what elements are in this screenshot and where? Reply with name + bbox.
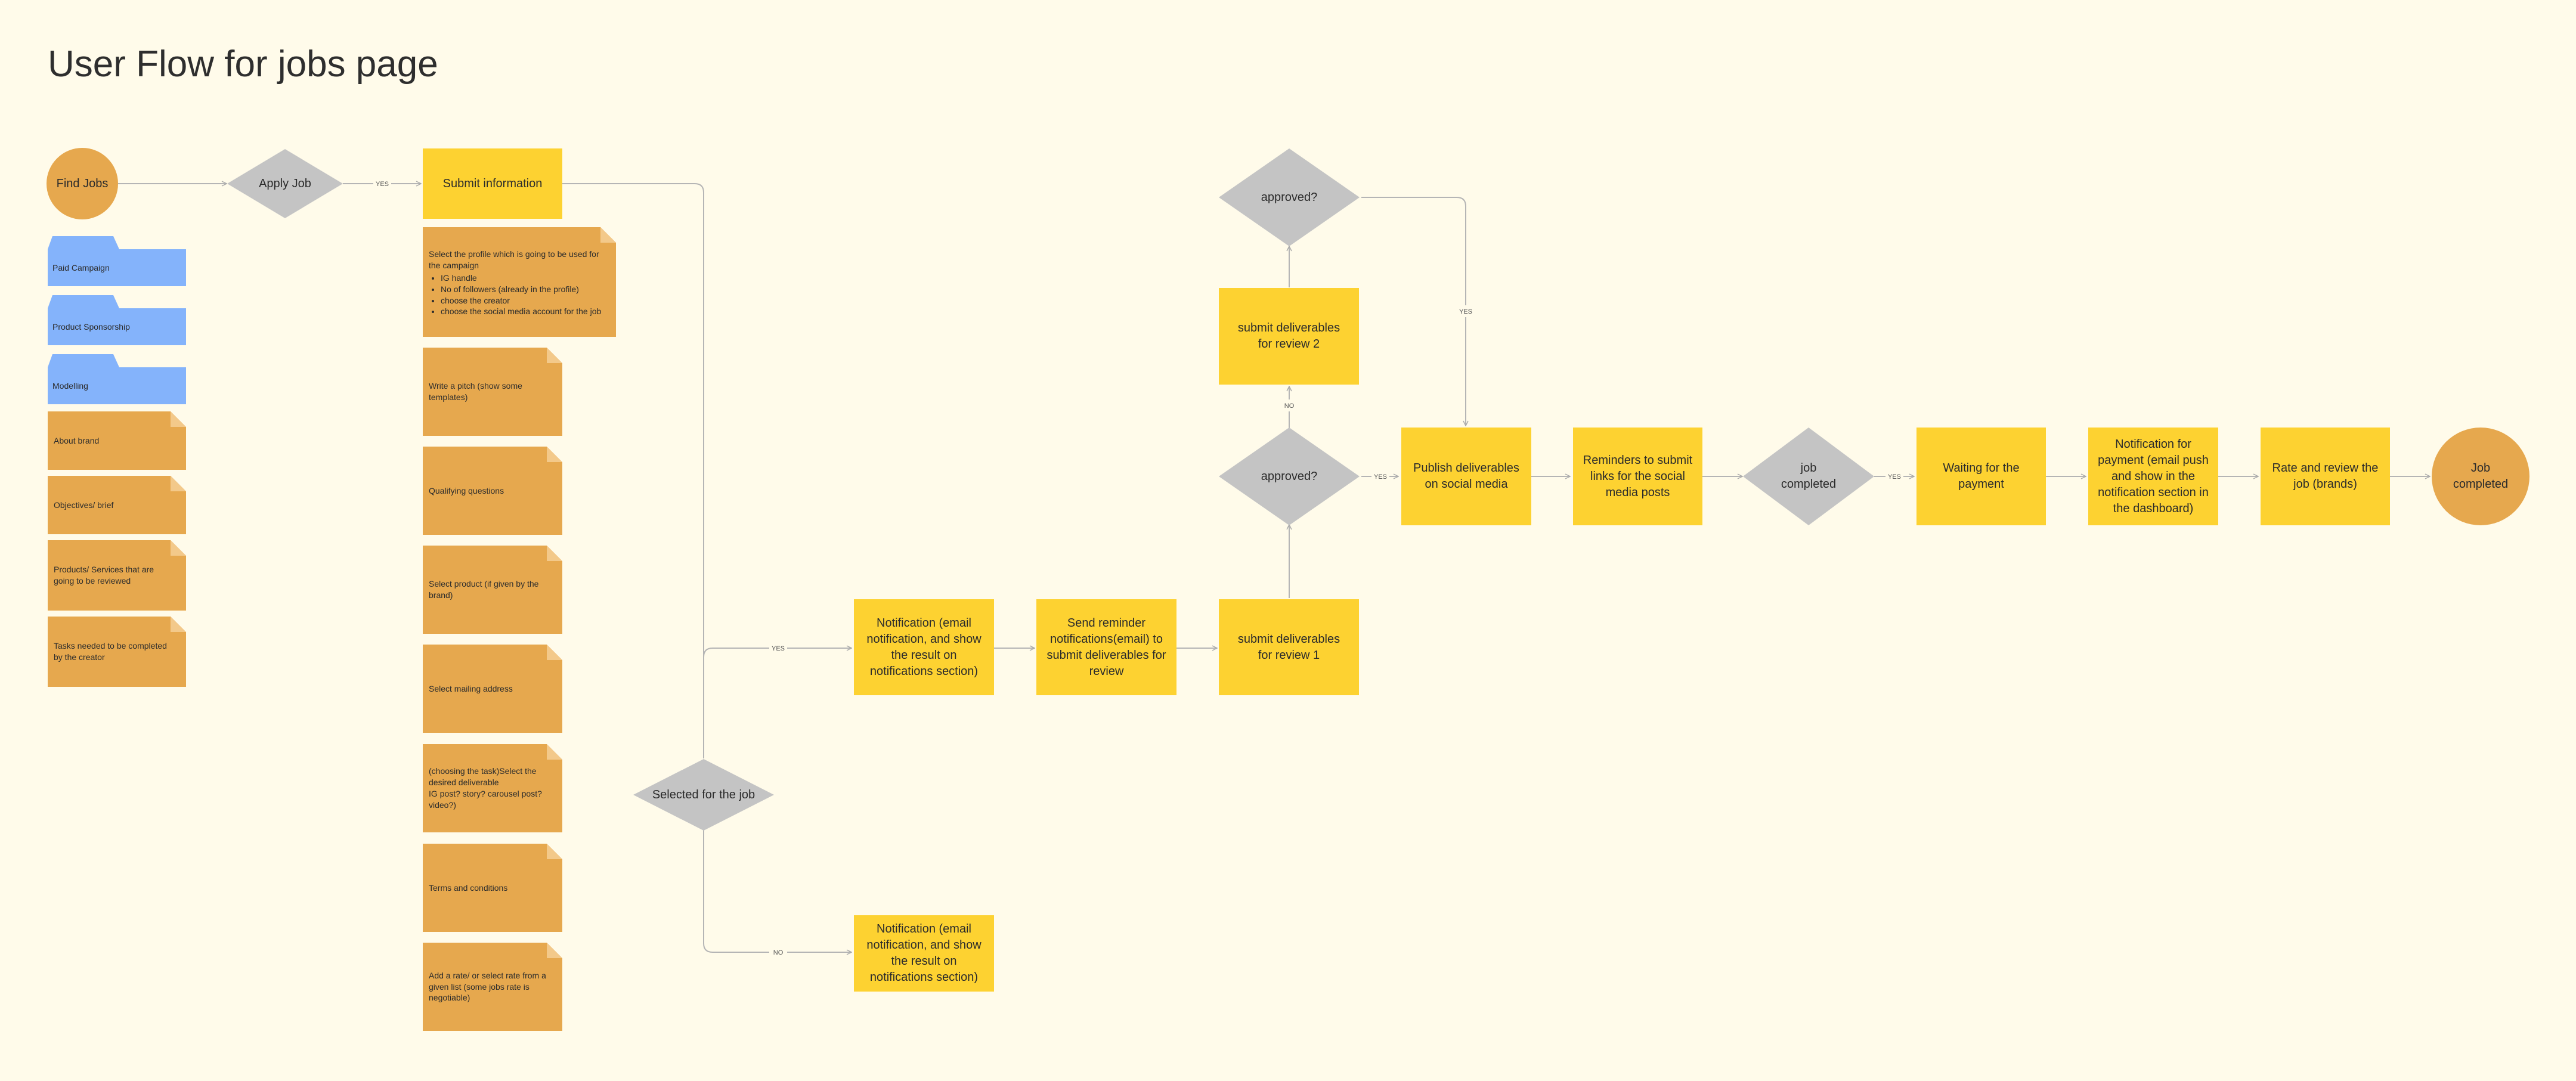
- edge-label-bg: [1371, 470, 1389, 482]
- note-profile-bullet: choose the creator: [441, 295, 602, 306]
- folder-tab: [48, 236, 119, 249]
- note-text: Qualifying questions: [429, 485, 504, 495]
- edge-label-bg: [769, 642, 787, 654]
- folder-tab: [48, 354, 119, 367]
- note-profile-bullet: choose the social media account for the …: [441, 306, 602, 317]
- note-text: Select mailing address: [429, 683, 513, 693]
- note-tasks: Tasks needed to be completed by the crea…: [48, 617, 186, 687]
- approved-1-label: approved?: [1261, 469, 1318, 483]
- edge-label-selected-no: NO: [773, 949, 784, 956]
- note-rate: Add a rate/ or select rate from a given …: [423, 943, 562, 1031]
- note-profile-list: IG handle No of followers (already in th…: [429, 272, 602, 318]
- note-text: Products/ Services that are going to be …: [54, 565, 154, 586]
- submit-review-1-step: submit deliverables for review 1: [1219, 599, 1359, 695]
- terminal-find-jobs: [47, 148, 118, 219]
- reminders-links-step: Reminders to submit links for the social…: [1573, 428, 1702, 525]
- folder-label: Product Sponsorship: [52, 322, 130, 332]
- note-products-services: Products/ Services that are going to be …: [48, 540, 186, 611]
- edge-label-completed-yes: YES: [1888, 473, 1901, 481]
- terminal-job-completed: [2432, 428, 2529, 525]
- note-mailing-address: Select mailing address: [423, 645, 562, 733]
- edge-label-apply-yes: YES: [376, 181, 389, 188]
- edge-label-approved1-no: NO: [1284, 402, 1295, 410]
- submit-review-2-step: submit deliverables for review 2: [1219, 288, 1359, 385]
- note-write-pitch: Write a pitch (show some templates): [423, 348, 562, 436]
- edge-approved2-yes: [1361, 197, 1466, 426]
- publish-step: Publish deliverables on social media: [1401, 428, 1531, 525]
- note-choose-deliverable: (choosing the task)Select the desired de…: [423, 744, 562, 832]
- note-profile-content: Select the profile which is going to be …: [429, 249, 602, 317]
- decision-selected-for-job: [633, 759, 774, 831]
- decision-approved-1: [1219, 428, 1360, 525]
- waiting-payment-step: Waiting for the payment: [1916, 428, 2046, 525]
- approved-2-label: approved?: [1261, 190, 1318, 204]
- note-profile-intro: Select the profile which is going to be …: [429, 249, 599, 270]
- submit-information-step: Submit information: [423, 148, 562, 219]
- note-about-brand: About brand: [48, 411, 186, 470]
- edge-label-bg: [1457, 305, 1475, 317]
- page-title: User Flow for jobs page: [48, 44, 438, 85]
- note-text: Select product (if given by the brand): [429, 579, 539, 600]
- note-profile-bullet: No of followers (already in the profile): [441, 284, 602, 295]
- note-text: Terms and conditions: [429, 882, 508, 893]
- find-jobs-label: Find Jobs: [56, 176, 109, 190]
- edge-selected-no: [703, 830, 852, 952]
- folder-tab: [48, 295, 119, 308]
- note-select-profile: Select the profile which is going to be …: [423, 227, 616, 337]
- note-text: About brand: [54, 435, 100, 445]
- folder-label: Modelling: [52, 381, 88, 391]
- decision-approved-2: [1219, 148, 1360, 246]
- note-text: Add a rate/ or select rate from a given …: [429, 970, 546, 1003]
- notification-payment-step: Notification for payment (email push and…: [2088, 428, 2218, 525]
- decision-job-completed: [1743, 428, 1874, 525]
- edge-label-approved2-yes: YES: [1459, 308, 1472, 315]
- job-completed-decision-label: job completed: [1781, 461, 1837, 491]
- selected-for-job-label: Selected for the job: [652, 788, 756, 801]
- job-completed-end-label: Job completed: [2453, 461, 2509, 491]
- note-text: Objectives/ brief: [54, 500, 114, 510]
- edge-label-bg: [1280, 399, 1298, 411]
- note-profile-bullet: IG handle: [441, 272, 602, 284]
- send-reminder-step: Send reminder notifications(email) to su…: [1036, 599, 1176, 695]
- edge-label-approved1-yes: YES: [1374, 473, 1387, 481]
- note-qualifying-questions: Qualifying questions: [423, 447, 562, 535]
- folder-paid-campaign: Paid Campaign: [48, 236, 186, 286]
- note-terms: Terms and conditions: [423, 844, 562, 932]
- folder-modelling: Modelling: [48, 354, 186, 404]
- notification-selected-step: Notification (email notification, and sh…: [854, 599, 994, 695]
- note-objectives: Objectives/ brief: [48, 476, 186, 534]
- folder-product-sponsorship: Product Sponsorship: [48, 295, 186, 345]
- edge-label-bg: [769, 946, 787, 958]
- edge-selected-yes: [703, 648, 852, 758]
- decision-apply-job: [227, 149, 343, 218]
- note-text: (choosing the task)Select the desired de…: [429, 766, 542, 810]
- note-text: Write a pitch (show some templates): [429, 381, 522, 402]
- edge-submit-to-selected: [562, 183, 704, 758]
- note-text: Tasks needed to be completed by the crea…: [54, 641, 167, 662]
- apply-job-label: Apply Job: [259, 176, 311, 190]
- edge-label-bg: [373, 178, 391, 190]
- edge-label-selected-yes: YES: [772, 645, 785, 652]
- note-select-product: Select product (if given by the brand): [423, 546, 562, 634]
- notification-rejected-step: Notification (email notification, and sh…: [854, 915, 994, 992]
- rate-review-step: Rate and review the job (brands): [2261, 428, 2390, 525]
- edge-label-bg: [1885, 470, 1903, 482]
- folder-label: Paid Campaign: [52, 263, 110, 272]
